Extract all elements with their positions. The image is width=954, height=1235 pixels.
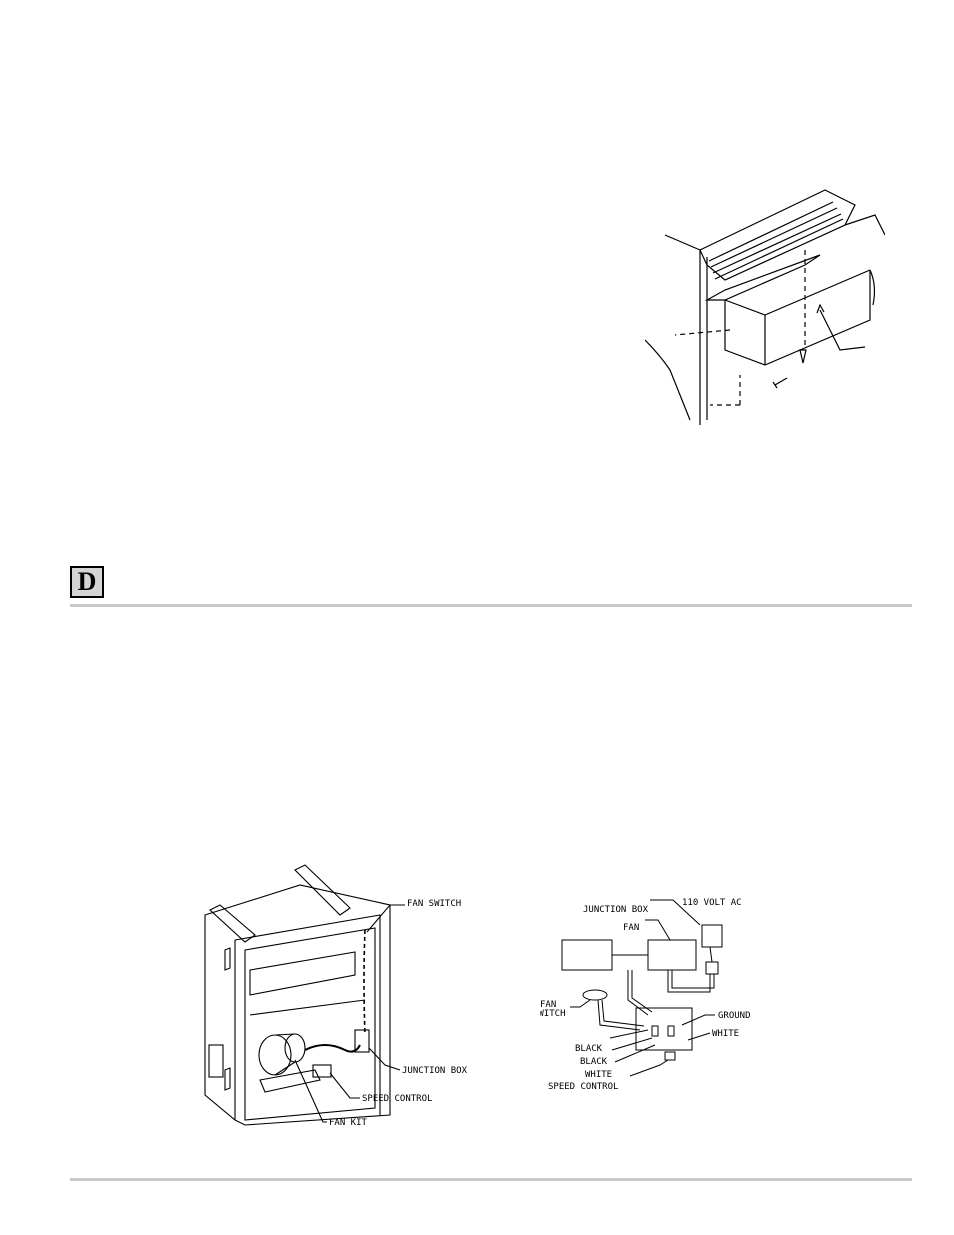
- white-left-label: WHITE: [585, 1070, 612, 1080]
- speed-control-label: SPEED CONTROL: [362, 1094, 432, 1104]
- wiring-junction-box-label: JUNCTION BOX: [583, 905, 649, 915]
- section-badge: D: [70, 566, 104, 598]
- footer-divider: [70, 1178, 912, 1181]
- fan-kit-cabinet-figure: FAN SWITCH JUNCTION BOX SPEED CONTROL FA…: [204, 864, 468, 1128]
- fan-label: FAN: [623, 923, 639, 933]
- ground-label: GROUND: [718, 1011, 751, 1021]
- junction-box-label: JUNCTION BOX: [402, 1066, 468, 1076]
- white-right-label: WHITE: [712, 1029, 739, 1039]
- fan-kit-label: FAN KIT: [329, 1118, 368, 1128]
- speed-control-label: SPEED CONTROL: [548, 1082, 618, 1092]
- black-label-2: BLACK: [580, 1057, 608, 1067]
- black-label-1: BLACK: [575, 1044, 603, 1054]
- wiring-diagram-figure: JUNCTION BOX 110 VOLT AC FAN FAN SWITCH …: [540, 898, 751, 1092]
- section-divider: [70, 604, 912, 607]
- fan-switch-label-line2: SWITCH: [540, 1009, 566, 1019]
- fan-switch-label: FAN SWITCH: [407, 899, 461, 909]
- volt-label: 110 VOLT AC: [682, 898, 742, 908]
- trim-installation-figure: [645, 189, 885, 425]
- fan-switch-label-line1: FAN: [540, 1000, 556, 1010]
- section-letter: D: [77, 567, 97, 596]
